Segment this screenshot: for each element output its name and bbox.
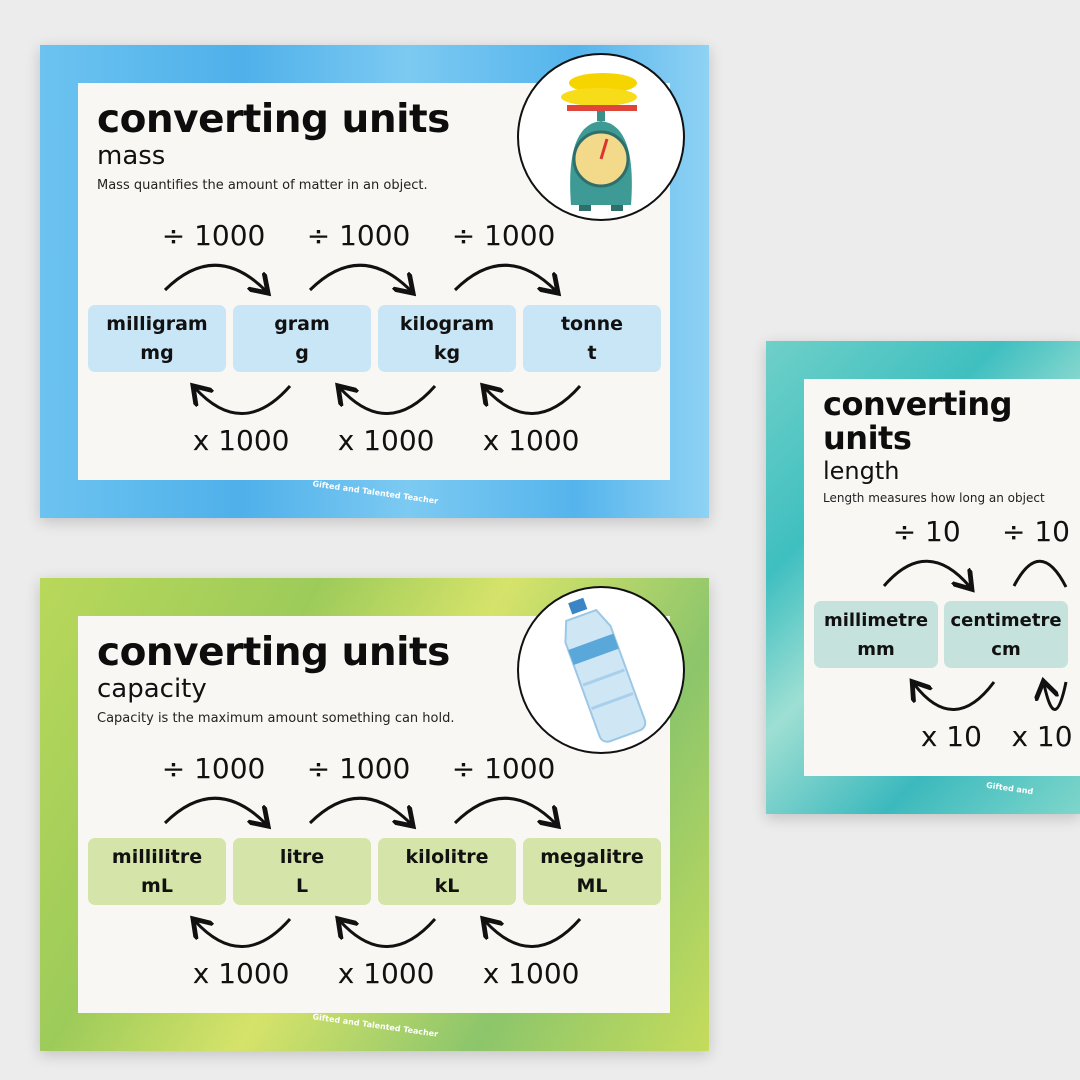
poster-subtitle: capacity	[97, 674, 207, 704]
kitchen-scale-with-bananas-icon	[517, 53, 685, 221]
unit-name: litre	[279, 845, 325, 868]
poster-title: converting units	[97, 97, 450, 142]
multiply-label: x 1000	[337, 424, 435, 457]
divide-label: ÷ 1000	[306, 752, 411, 785]
unit-box-centimetre: centimetre cm	[944, 601, 1068, 668]
unit-box-milligram: milligram mg	[88, 305, 226, 372]
poster-title: converting units	[97, 630, 450, 675]
unit-symbol: g	[295, 341, 309, 364]
unit-symbol: kL	[434, 874, 460, 897]
brand-logo: Gifted and Talented Teacher	[311, 1012, 439, 1039]
unit-name: millilitre	[111, 845, 203, 868]
unit-symbol: ML	[576, 874, 608, 897]
water-bottle-icon	[517, 586, 685, 754]
multiply-label: x 10	[1011, 720, 1073, 753]
brand-logo: Gifted and Talented Teacher	[311, 479, 439, 506]
unit-name: kilogram	[399, 312, 495, 335]
unit-box-kilolitre: kilolitre kL	[378, 838, 516, 905]
divide-label: ÷ 10	[1002, 515, 1070, 548]
unit-box-millimetre: millimetre mm	[814, 601, 938, 668]
poster-description: Mass quantifies the amount of matter in …	[97, 178, 428, 193]
unit-name: gram	[274, 312, 330, 335]
unit-box-tonne: tonne t	[523, 305, 661, 372]
unit-box-gram: gram g	[233, 305, 371, 372]
multiply-label: x 1000	[337, 957, 435, 990]
poster-description: Capacity is the maximum amount something…	[97, 711, 455, 726]
divide-label: ÷ 10	[892, 515, 961, 548]
unit-symbol: L	[295, 874, 309, 897]
poster-description: Length measures how long an object	[823, 491, 1045, 505]
poster-subtitle: mass	[97, 141, 166, 171]
divide-label: ÷ 1000	[451, 752, 556, 785]
divide-label: ÷ 1000	[161, 219, 266, 252]
multiply-label: x 1000	[482, 957, 580, 990]
unit-box-millilitre: millilitre mL	[88, 838, 226, 905]
unit-symbol: mL	[141, 874, 173, 897]
unit-name: megalitre	[540, 845, 644, 868]
unit-name: milligram	[106, 312, 208, 335]
multiply-label: x 1000	[482, 424, 580, 457]
multiply-label: x 10	[920, 720, 982, 753]
poster-title: converting units	[823, 385, 1013, 457]
divide-label: ÷ 1000	[161, 752, 266, 785]
unit-name: centimetre	[950, 609, 1062, 631]
brand-logo: Gifted and	[985, 780, 1034, 797]
unit-box-kilogram: kilogram kg	[378, 305, 516, 372]
unit-name: millimetre	[823, 609, 929, 631]
unit-symbol: kg	[433, 341, 461, 364]
unit-symbol: mm	[857, 638, 895, 660]
unit-symbol: cm	[991, 638, 1021, 660]
divide-label: ÷ 1000	[306, 219, 411, 252]
unit-name: kilolitre	[405, 845, 489, 868]
divide-label: ÷ 1000	[451, 219, 556, 252]
multiply-label: x 1000	[192, 424, 290, 457]
multiply-label: x 1000	[192, 957, 290, 990]
poster-subtitle: length	[823, 457, 900, 485]
unit-symbol: mg	[140, 341, 174, 364]
unit-name: tonne	[560, 312, 624, 335]
unit-symbol: t	[587, 341, 597, 364]
